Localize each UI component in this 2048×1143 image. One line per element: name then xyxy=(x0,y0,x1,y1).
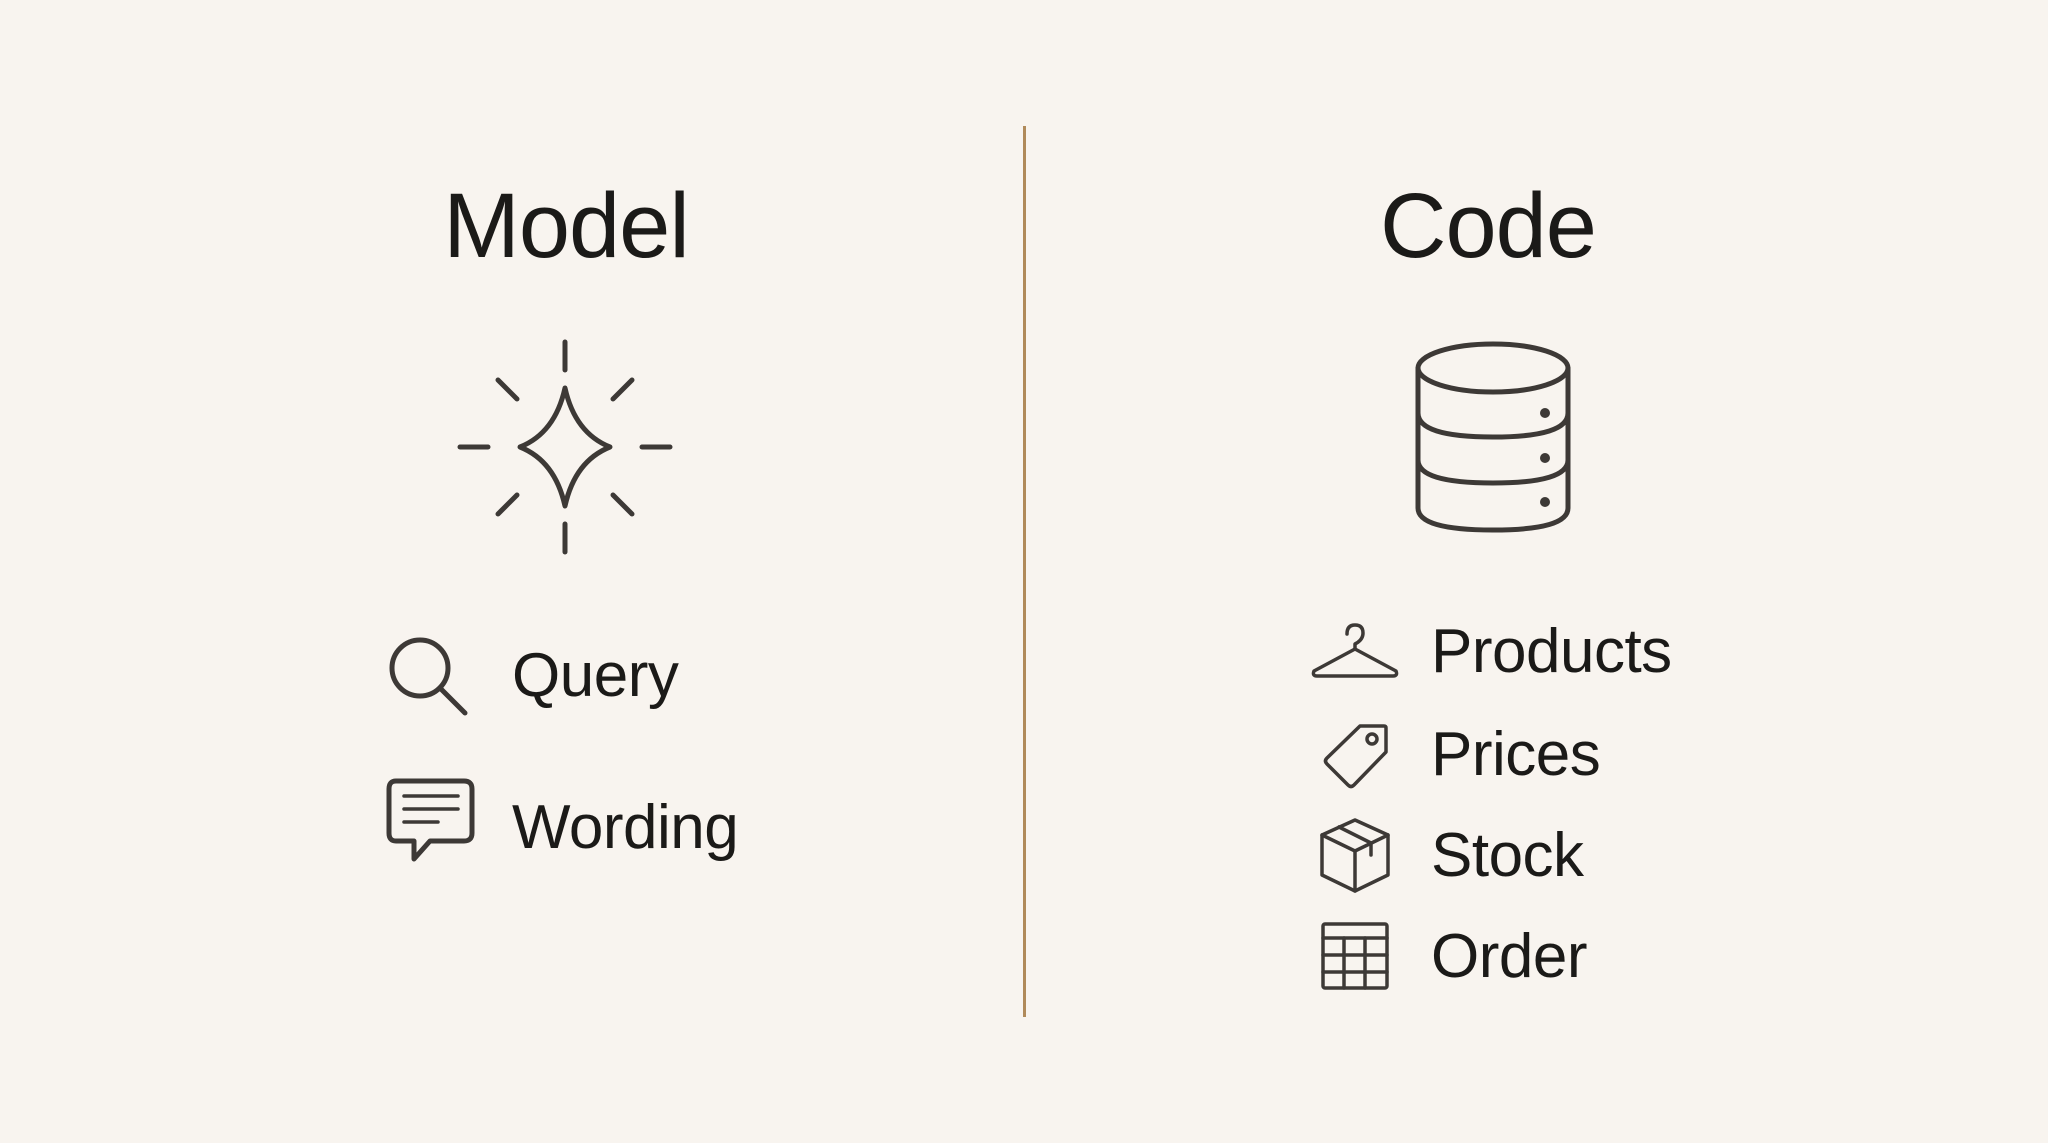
chat-bubble-icon xyxy=(386,778,475,862)
table-icon xyxy=(1321,922,1389,990)
sparkle-icon xyxy=(457,339,673,555)
item-label: Order xyxy=(1431,922,1587,991)
database-icon xyxy=(1415,341,1571,533)
item-label: Prices xyxy=(1431,720,1601,789)
search-icon xyxy=(389,637,468,716)
item-label: Query xyxy=(512,641,679,710)
code-title: Code xyxy=(1380,175,1597,277)
item-label: Products xyxy=(1431,617,1672,686)
column-divider xyxy=(1023,126,1026,1017)
box-icon xyxy=(1320,818,1390,893)
price-tag-icon xyxy=(1323,724,1388,789)
item-label: Wording xyxy=(512,793,739,862)
item-label: Stock xyxy=(1431,821,1584,890)
model-title: Model xyxy=(443,175,690,277)
hanger-icon xyxy=(1311,623,1399,678)
